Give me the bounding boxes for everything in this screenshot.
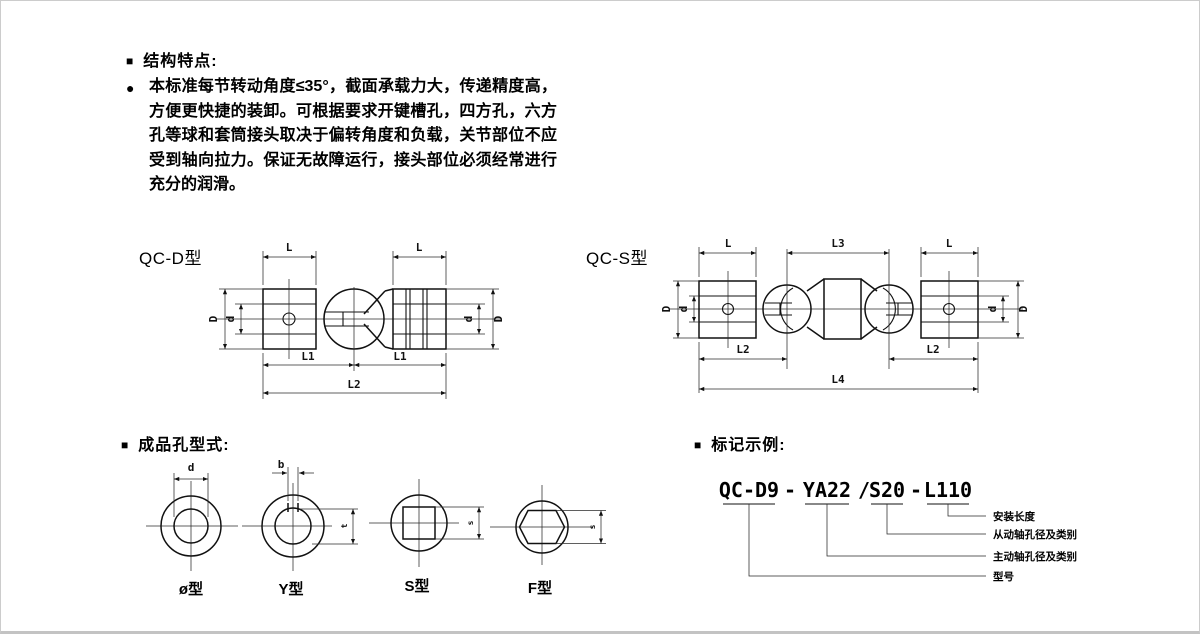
marking-code-sep1: - [784,478,796,502]
qcd-dim-L-left-label: L [286,241,293,254]
qcd-dim-L1: L1 L1 [262,350,447,399]
marking-heading: ■ 标记示例: [694,431,786,455]
qcs-dim-L2: L2 L2 [698,342,979,393]
qcd-title: QC-D型 [139,249,202,268]
square-marker-icon: ■ [126,54,135,68]
qcs-dim-L2-left-label: L2 [736,343,749,356]
qcs-dim-d-right-label: d [986,306,999,313]
qcd-dim-L2: L2 [263,378,446,396]
qcs-title: QC-S型 [586,249,648,268]
features-paragraph: ● 本标准每节转动角度≤35°，截面承载力大，传递精度高，方便更快捷的装卸。可根… [126,75,557,198]
bullet-icon: ● [126,80,135,96]
hole-type-hex: s F型 [490,485,606,597]
marking-callout-model: 型号 [993,570,1014,583]
qcd-dim-D-right-label: D [492,315,505,322]
marking-callouts: 安装长度 从动轴孔径及类别 主动轴孔径及类别 型号 [993,510,1077,583]
qcs-dim-d-right: d [978,295,1009,323]
features-heading: ■ 结构特点: [126,47,218,71]
qcs-dim-L4-label: L4 [831,373,845,386]
qcd-dim-L1-left-label: L1 [301,350,315,363]
hole-round-label: ø型 [179,580,203,598]
qcs-dim-L-right-label: L [946,237,953,250]
qcs-ball-left [762,249,812,369]
marking-callout-drive-bore: 主动轴孔径及类别 [993,550,1077,563]
hole-hex-label: F型 [528,579,552,597]
marking-code-length: L110 [924,478,972,502]
hole-hex-drawing: s [490,485,606,565]
hole-square-label: S型 [404,577,429,595]
qcd-dim-L-right-label: L [416,241,423,254]
qcs-dim-D-left: D [660,280,699,339]
qcs-dim-D-right: D [978,280,1030,339]
qcd-drawing: D d L L d D [207,241,505,399]
marking-code-sep3: - [910,478,922,502]
qcs-dim-L3-label: L3 [831,237,844,250]
marking-callout-install-length: 安装长度 [993,510,1035,523]
features-paragraph-text: 本标准每节转动角度≤35°，截面承载力大，传递精度高，方便更快捷的装卸。可根据要… [149,78,557,193]
square-marker-icon: ■ [694,438,703,452]
qcs-dim-d-left: d [677,295,699,323]
qcs-dim-L3: L3 [787,237,889,256]
hole-type-round: d ø型 [146,461,238,598]
hole-square-dim-label: s [466,520,475,525]
hole-hex-dim-label: s [588,524,597,529]
qcd-dim-d-right: d [446,303,485,335]
hole-round-dim-label: d [188,461,195,474]
qcd-dim-L-right: L [392,241,447,285]
marking-code-model: QC-D9 [719,478,779,502]
marking-code-sep2: / [858,478,870,502]
qcd-dim-d-left: d [224,303,263,335]
qcd-dim-D-left: D [207,288,263,350]
qcs-dim-L-left-label: L [725,237,732,250]
qcs-dim-L-left: L [698,237,757,277]
marking-code-drive: YA22 [803,478,851,502]
features-heading-text: 结构特点: [143,53,218,70]
hole-keyway-dim-b-label: b [278,459,285,471]
square-marker-icon: ■ [121,438,130,452]
qcs-ball-right [864,249,914,369]
qcd-dim-D-left-label: D [207,315,220,322]
marking-leader-lines [748,504,986,577]
hole-type-keyway: b t Y型 [242,459,358,598]
qcd-ball-joint [323,287,394,371]
qcs-right-hub [920,271,979,348]
hole-keyway-drawing: b t [242,459,358,571]
marking-callout-driven-bore: 从动轴孔径及类别 [993,528,1077,541]
qcs-dim-L-right: L [920,237,979,277]
qcs-drawing: D d L L3 L d [660,237,1030,393]
hole-keyway-label: Y型 [278,580,303,598]
holes-heading: ■ 成品孔型式: [121,431,230,455]
qcd-dim-d-left-label: d [224,316,237,323]
qcd-right-hub [392,288,447,350]
qcd-left-hub [262,279,317,359]
hole-keyway-dim-t-label: t [340,523,349,528]
qcs-dim-d-left-label: d [677,306,690,313]
marking-heading-text: 标记示例: [711,437,786,454]
holes-heading-text: 成品孔型式: [138,437,230,454]
qcs-dim-L2-right-label: L2 [926,343,939,356]
qcs-dim-D-left-label: D [660,305,673,312]
marking-code: QC-D9 - YA22 / S20 - L110 [719,478,972,502]
qcd-dim-D-right: D [446,288,505,350]
qcd-dim-L1-right-label: L1 [393,350,407,363]
qcd-dim-d-right-label: d [462,316,475,323]
qcs-left-hub [698,271,757,348]
marking-code-driven: S20 [869,478,905,502]
hole-round-drawing: d [146,461,238,571]
qcs-center-section [806,278,878,340]
qcd-dim-L-left: L [262,241,317,285]
hole-type-square: s S型 [369,479,484,595]
qcd-dim-L2-label: L2 [347,378,360,391]
marking-diagram: QC-D9 - YA22 / S20 - L110 安装长度 从动轴孔径及类别 … [719,478,1077,583]
qcs-dim-D-right-label: D [1017,305,1030,312]
qcs-dim-L4: L4 [699,373,978,392]
hole-square-drawing: s [369,479,484,567]
